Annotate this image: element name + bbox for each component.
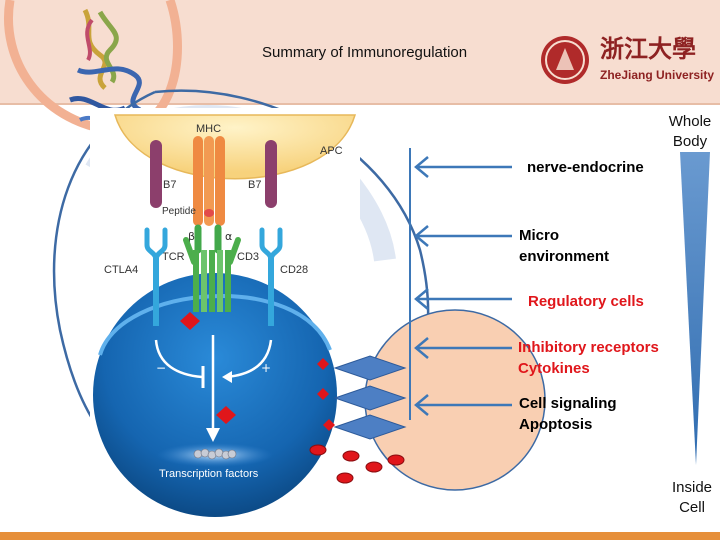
stimulatory-signal-arrow bbox=[225, 339, 273, 379]
b7-left-label: B7 bbox=[163, 179, 176, 191]
red-signal-diamond-1 bbox=[180, 312, 200, 330]
t-cell bbox=[93, 273, 337, 517]
peptide bbox=[204, 209, 214, 217]
apc-cell bbox=[113, 114, 357, 180]
inhibitory-signal-arrow bbox=[154, 339, 203, 379]
cd28-label: CD28 bbox=[280, 264, 308, 276]
university-name-english: ZheJiang University bbox=[600, 68, 714, 82]
red-mini-diamond-3 bbox=[323, 419, 335, 431]
mhc-molecule-3 bbox=[215, 136, 225, 226]
tcr-label: TCR bbox=[162, 251, 185, 263]
alpha-label: α bbox=[225, 230, 232, 243]
signal-down-arrowhead bbox=[206, 428, 220, 442]
level-regulatory-cells: Regulatory cells bbox=[528, 293, 644, 310]
university-seal-logo bbox=[541, 36, 589, 84]
transcription-factors-label: Transcription factors bbox=[159, 468, 259, 480]
stimulatory-arrowhead bbox=[222, 371, 232, 383]
minus-sign: − bbox=[156, 361, 166, 375]
b7-right-molecule bbox=[265, 140, 277, 208]
university-name-chinese: 浙江大學 bbox=[600, 34, 696, 63]
level-arrows bbox=[414, 156, 512, 416]
blue-diamond-3 bbox=[333, 414, 407, 440]
mhc-molecule-2 bbox=[204, 136, 214, 226]
cytokine-molecules bbox=[309, 444, 405, 484]
header-band bbox=[0, 0, 720, 104]
tcr-cd3-complex bbox=[183, 224, 241, 312]
level-cell-signaling-apoptosis: Cell signaling Apoptosis bbox=[519, 395, 617, 433]
level-nerve-endocrine: nerve-endocrine bbox=[527, 159, 644, 176]
plus-sign: + bbox=[261, 361, 271, 375]
header-divider bbox=[0, 103, 720, 105]
peptide-label: Peptide bbox=[162, 206, 196, 217]
blue-diamond-2 bbox=[333, 385, 407, 411]
level-microenvironment: Micro environment bbox=[519, 227, 610, 265]
beta-label: β bbox=[188, 230, 195, 243]
ctla4-receptor bbox=[144, 227, 168, 326]
apc-label: APC bbox=[320, 145, 343, 157]
level-inhibitory-receptors-cytokines: Inhibitory receptors Cytokines bbox=[518, 339, 659, 377]
blue-diamond-1 bbox=[333, 355, 407, 381]
transcription-factor-beads bbox=[193, 448, 237, 460]
scale-bottom-label: Inside Cell bbox=[671, 479, 713, 516]
red-mini-diamond-2 bbox=[317, 388, 329, 400]
ctla4-label: CTLA4 bbox=[104, 264, 138, 276]
mhc-label: MHC bbox=[196, 123, 221, 135]
red-mini-diamond-1 bbox=[317, 358, 329, 370]
cd28-receptor bbox=[259, 227, 283, 326]
scale-top-label: Whole Body bbox=[668, 113, 712, 150]
b7-right-label: B7 bbox=[248, 179, 261, 191]
red-signal-diamond-2 bbox=[216, 406, 236, 424]
scale-wedge bbox=[680, 152, 710, 465]
slide-title: Summary of Immunoregulation bbox=[262, 44, 468, 61]
b7-left-molecule bbox=[150, 140, 162, 208]
footer-stripe bbox=[0, 532, 720, 540]
mhc-molecule-1 bbox=[193, 136, 203, 226]
cd3-label: CD3 bbox=[237, 251, 259, 263]
